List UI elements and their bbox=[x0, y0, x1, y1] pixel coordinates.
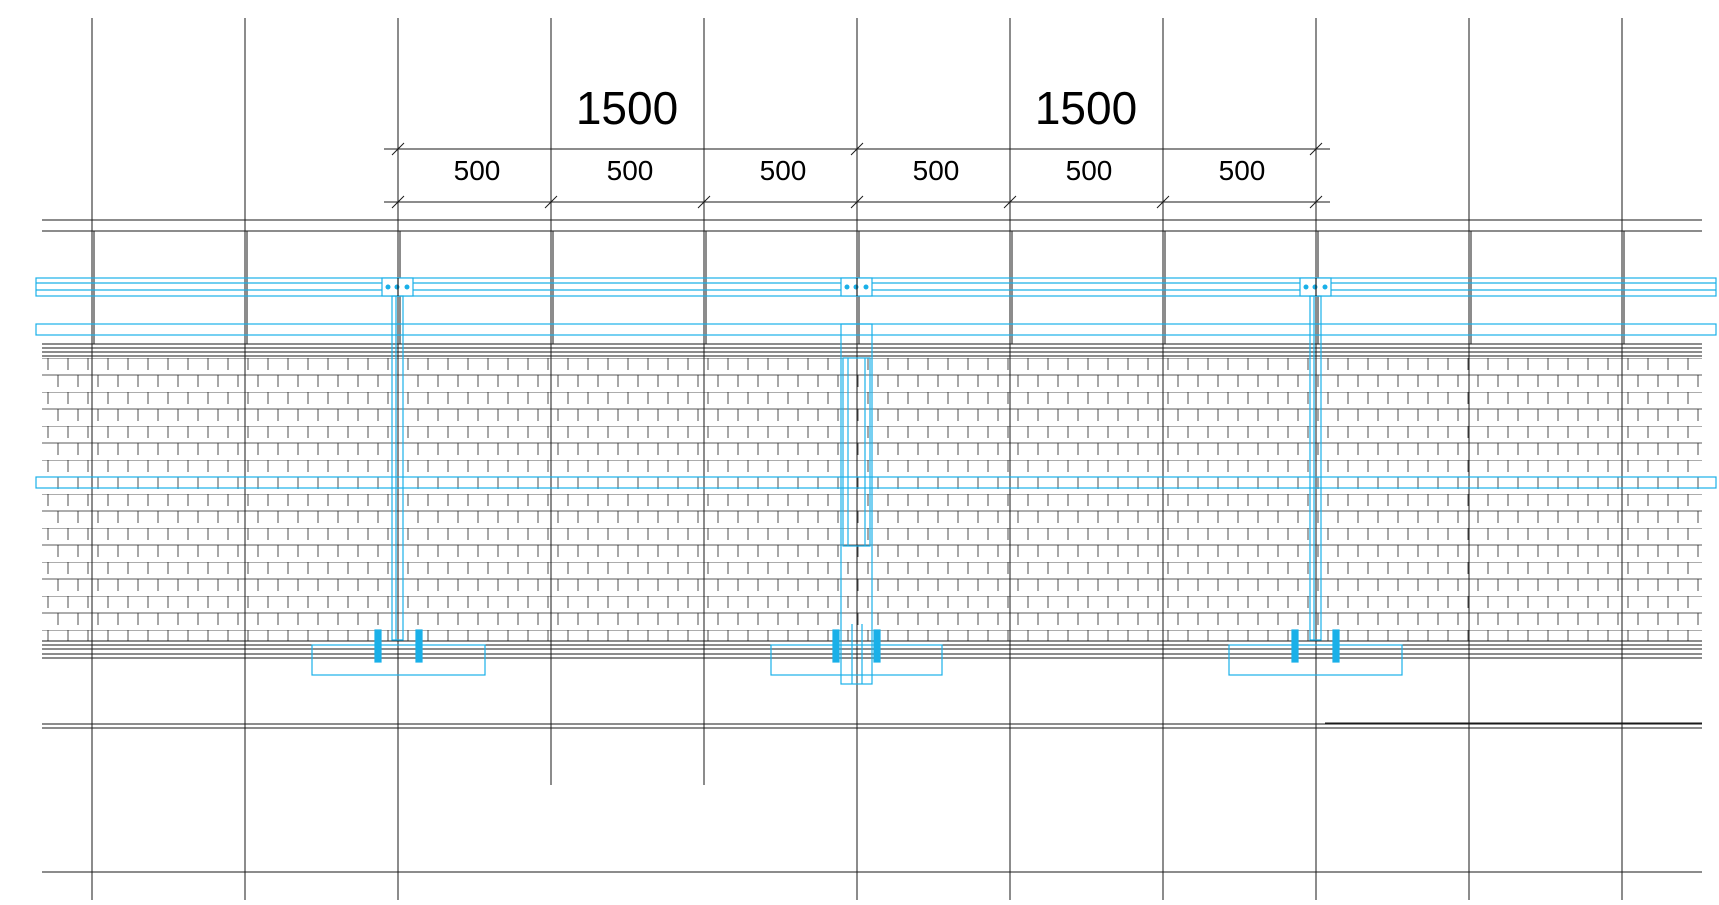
minor-dimension-label: 500 bbox=[607, 155, 654, 186]
steel-members bbox=[35, 277, 1717, 685]
minor-dimension-label: 500 bbox=[454, 155, 501, 186]
dimension-ticks bbox=[391, 142, 1323, 209]
middle-rail bbox=[35, 476, 1717, 489]
dimension-labels: 1500 1500 500 500 500 500 500 500 bbox=[454, 82, 1266, 186]
minor-dimension-label: 500 bbox=[1066, 155, 1113, 186]
major-dimension-label: 1500 bbox=[1035, 82, 1137, 134]
base-plate bbox=[770, 644, 943, 676]
minor-dimension-label: 500 bbox=[913, 155, 960, 186]
minor-dimension-label: 500 bbox=[1219, 155, 1266, 186]
top-rail bbox=[35, 277, 1717, 297]
second-rail bbox=[35, 323, 1717, 336]
base-plate bbox=[311, 644, 486, 676]
upper-frame-posts bbox=[93, 231, 1625, 344]
minor-dimension-label: 500 bbox=[760, 155, 807, 186]
post-centerlines bbox=[397, 278, 1317, 296]
base-plate bbox=[1228, 644, 1403, 676]
dimension-chains bbox=[384, 142, 1330, 209]
major-dimension-label: 1500 bbox=[576, 82, 678, 134]
steel-post bbox=[1228, 277, 1403, 676]
